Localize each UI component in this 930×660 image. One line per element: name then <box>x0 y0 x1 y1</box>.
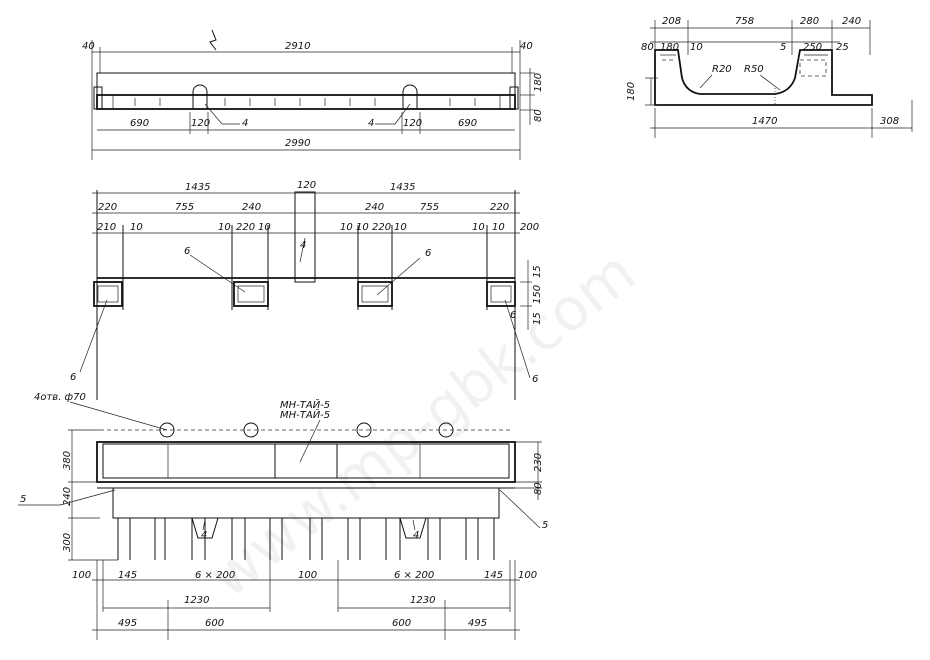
mark-label: МН-ТАЙ-5 <box>280 398 330 411</box>
front-view: 4отв. ф70 МН-ТАЙ-5 МН-ТАЙ-5 380 240 300 … <box>18 392 548 640</box>
dim-label: 1435 <box>390 182 415 193</box>
dim-label: 40 <box>520 41 533 52</box>
dim-label: 120 <box>297 180 316 191</box>
dim-label: 40 <box>82 41 95 52</box>
dim-label: 150 <box>532 285 543 304</box>
dim-label: 240 <box>365 202 384 213</box>
dim-label: 240 <box>842 16 861 27</box>
dim-label: 100 <box>518 570 537 581</box>
dim-label: 10 <box>258 222 271 233</box>
dim-label: 1230 <box>184 595 209 606</box>
dim-label: 6 × 200 <box>394 570 434 581</box>
dim-label: 10 <box>492 222 505 233</box>
dim-label: 210 <box>97 222 116 233</box>
dim-label: 10 <box>690 42 703 53</box>
dim-label: 145 <box>118 570 137 581</box>
dim-label: 220 <box>372 222 391 233</box>
dim-label: 755 <box>420 202 439 213</box>
mark-label: МН-ТАЙ-5 <box>280 408 330 421</box>
radius-label: R20 <box>712 64 732 75</box>
plan-view: 1435 120 1435 220 755 240 240 755 220 21… <box>70 180 543 400</box>
dim-label: 80 <box>533 482 544 495</box>
dim-label: 308 <box>880 116 899 127</box>
dim-label: 755 <box>175 202 194 213</box>
dim-label: 380 <box>62 451 73 470</box>
dim-label: 220 <box>98 202 117 213</box>
top-view: 40 2910 40 180 80 690 120 4 4 120 690 29… <box>82 29 544 160</box>
dim-label: 2910 <box>285 41 310 52</box>
dim-label: 240 <box>62 487 73 506</box>
dim-label: 120 <box>191 118 210 129</box>
dim-label: 208 <box>662 16 681 27</box>
side-section: 208 758 280 240 80 180 10 5 250 25 R20 R… <box>626 16 913 138</box>
dim-label: 100 <box>72 570 91 581</box>
radius-label: R50 <box>744 64 764 75</box>
dim-label: 10 <box>472 222 485 233</box>
dim-label: 10 <box>340 222 353 233</box>
callout-label: 4 <box>201 530 207 541</box>
dim-label: 495 <box>468 618 487 629</box>
dim-label: 600 <box>205 618 224 629</box>
dim-label: 15 <box>532 312 543 325</box>
dim-label: 6 × 200 <box>195 570 235 581</box>
dim-label: 180 <box>660 42 679 53</box>
dim-label: 25 <box>836 42 849 53</box>
dim-label: 10 <box>218 222 231 233</box>
callout-label: 6 <box>425 248 431 259</box>
callout-label: 5 <box>542 520 548 531</box>
dim-label: 690 <box>130 118 149 129</box>
callout-label: 4 <box>413 530 419 541</box>
callout-label: 6 <box>532 374 538 385</box>
dim-label: 495 <box>118 618 137 629</box>
dim-label: 5 <box>780 42 786 53</box>
dim-label: 10 <box>356 222 369 233</box>
dim-label: 80 <box>533 109 544 122</box>
dim-label: 758 <box>735 16 754 27</box>
dim-label: 120 <box>403 118 422 129</box>
dim-label: 15 <box>532 265 543 278</box>
watermark: www.mp-gbk.com <box>197 238 648 611</box>
dim-label: 10 <box>130 222 143 233</box>
callout-label: 6 <box>510 310 516 321</box>
dim-label: 1470 <box>752 116 777 127</box>
dim-label: 100 <box>298 570 317 581</box>
dim-label: 250 <box>803 42 822 53</box>
dim-label: 1435 <box>185 182 210 193</box>
callout-label: 6 <box>184 246 190 257</box>
callout-label: 5 <box>20 494 26 505</box>
dim-label: 80 <box>641 42 654 53</box>
dim-label: 230 <box>533 453 544 472</box>
dim-label: 180 <box>626 82 637 101</box>
dim-label: 220 <box>490 202 509 213</box>
dim-label: 690 <box>458 118 477 129</box>
dim-label: 220 <box>236 222 255 233</box>
dim-label: 300 <box>62 533 73 552</box>
callout-label: 4 <box>300 240 306 251</box>
dim-label: 1230 <box>410 595 435 606</box>
dim-label: 240 <box>242 202 261 213</box>
dim-label: 280 <box>800 16 819 27</box>
holes-label: 4отв. ф70 <box>34 392 86 403</box>
dim-label: 180 <box>533 73 544 92</box>
dim-label: 2990 <box>285 138 310 149</box>
callout-label: 4 <box>242 118 248 129</box>
dim-label: 145 <box>484 570 503 581</box>
dim-label: 10 <box>394 222 407 233</box>
callout-label: 4 <box>368 118 374 129</box>
dim-label: 600 <box>392 618 411 629</box>
dim-label: 200 <box>520 222 539 233</box>
callout-label: 6 <box>70 372 76 383</box>
